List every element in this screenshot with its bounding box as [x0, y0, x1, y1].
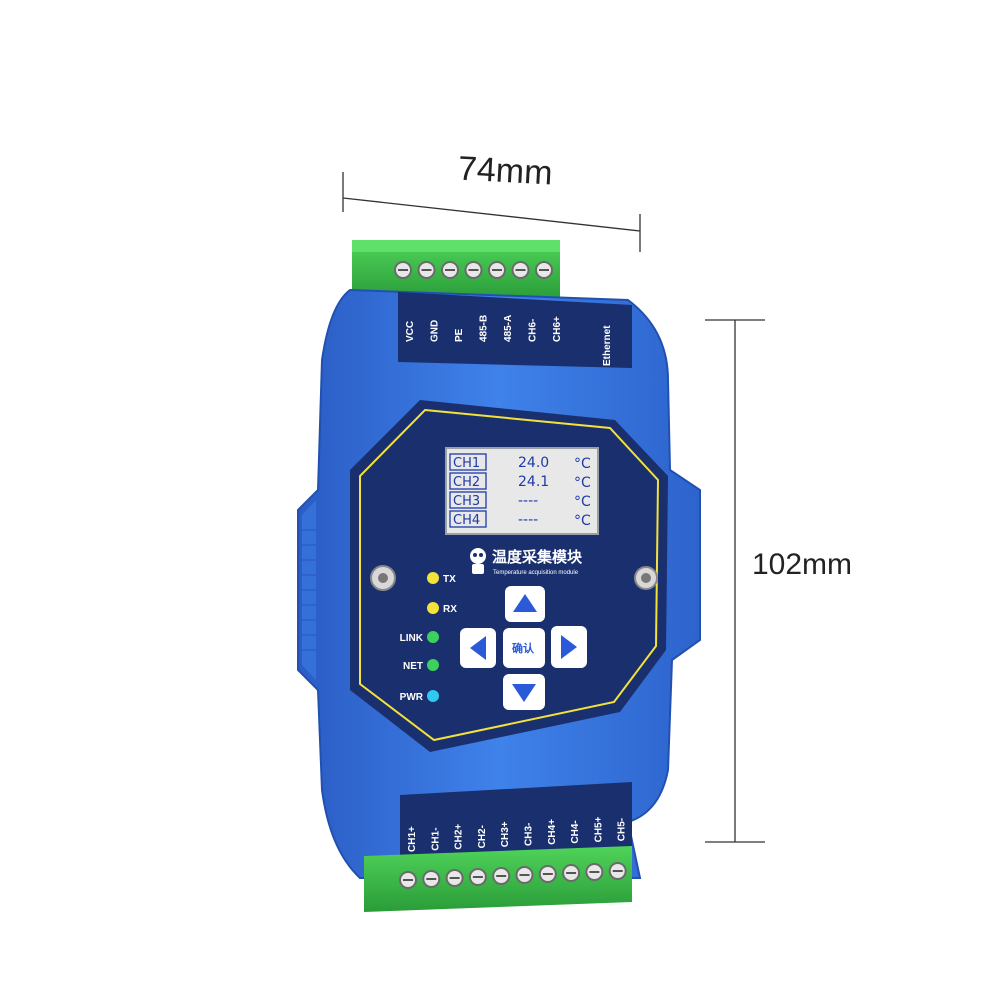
bottom-terminal-label: CH2+ — [454, 824, 465, 850]
arrow-left-icon — [470, 636, 486, 660]
top-terminal-label: VCC — [405, 321, 416, 342]
lcd-channel-box — [449, 491, 487, 509]
lcd-channel-label: CH4 — [453, 513, 480, 528]
bottom-terminal-label: CH3- — [524, 823, 535, 846]
lcd-unit: °C — [574, 456, 591, 472]
status-led-pwr — [427, 690, 439, 702]
bottom-terminal-label: CH1- — [430, 827, 441, 850]
bottom-terminal-label: CH4+ — [547, 819, 558, 845]
status-led-net — [427, 659, 439, 671]
top-terminal-label: 485-B — [479, 315, 490, 342]
bottom-terminal-screws — [399, 862, 627, 889]
lcd-temperature-value: 24.1 — [518, 474, 549, 490]
led-label: PWR — [400, 692, 424, 703]
lcd-unit: °C — [574, 494, 591, 510]
led-label: TX — [443, 574, 456, 585]
top-terminal-label: PE — [454, 328, 465, 342]
bottom-label-panel — [400, 782, 632, 858]
bottom-terminal-label: CH1+ — [407, 826, 418, 852]
led-label: RX — [443, 604, 457, 615]
top-terminal-label: CH6+ — [552, 316, 563, 342]
brand-logo-icon — [470, 548, 486, 574]
ethernet-label: Ethernet — [602, 325, 613, 366]
status-led-rx — [427, 602, 439, 614]
bottom-terminal-label: CH3+ — [500, 821, 511, 847]
bottom-terminal-label: CH5- — [617, 818, 628, 841]
lcd-unit: °C — [574, 513, 591, 529]
down-button[interactable] — [503, 674, 545, 710]
bottom-terminal-label: CH2- — [477, 825, 488, 848]
lcd-rows: CH1 24.0 °C CH2 24.1 °C CH3 ---- °C CH4 ---- °C — [449, 453, 591, 529]
status-led-link — [427, 631, 439, 643]
right-panel-screw — [634, 566, 658, 590]
bottom-terminal-label: CH4- — [570, 820, 581, 843]
led-label: LINK — [400, 633, 424, 644]
lcd-temperature-value: ---- — [518, 493, 538, 509]
status-led-tx — [427, 572, 439, 584]
arrow-right-icon — [561, 635, 577, 659]
side-grip-ridges — [302, 529, 316, 651]
keypad: 确认 — [460, 586, 587, 710]
bottom-terminal-labels: CH1+ CH1- CH2+ CH2- CH3+ CH3- CH4+ CH4- CH5+ CH5- — [407, 816, 628, 852]
lcd-channel-label: CH2 — [453, 475, 480, 490]
brand-title: 温度采集模块 — [492, 548, 583, 566]
lcd-display — [445, 447, 599, 535]
left-panel-screw — [370, 565, 396, 591]
lcd-channel-label: CH3 — [453, 494, 480, 509]
confirm-button[interactable]: 确认 — [503, 628, 545, 668]
brand-subtitle: Temperature acquisition module — [493, 570, 579, 576]
led-label: NET — [403, 661, 423, 672]
top-terminal-label: 485-A — [503, 315, 514, 342]
lcd-channel-box — [449, 453, 487, 471]
top-terminal-label: GND — [430, 320, 441, 342]
up-button[interactable] — [505, 586, 545, 622]
bottom-terminal-label: CH5+ — [593, 816, 604, 842]
confirm-label: 确认 — [512, 641, 535, 655]
height-dimension-label: 102mm — [752, 548, 853, 581]
height-dimension-line — [705, 319, 765, 843]
lcd-channel-label: CH1 — [453, 456, 480, 471]
top-terminal-label: CH6- — [528, 319, 539, 342]
arrow-up-icon — [513, 594, 537, 612]
top-terminal-labels: VCC GND PE 485-B 485-A CH6- CH6+ — [405, 315, 563, 342]
left-button[interactable] — [460, 628, 496, 668]
right-button[interactable] — [551, 626, 587, 668]
lcd-temperature-value: ---- — [518, 512, 538, 528]
lcd-channel-box — [449, 472, 487, 490]
arrow-down-icon — [512, 684, 536, 702]
status-leds: TX RX LINK NET PWR — [400, 572, 457, 703]
lcd-channel-box — [449, 510, 487, 528]
lcd-unit: °C — [574, 475, 591, 491]
top-label-panel — [398, 292, 632, 368]
lcd-temperature-value: 24.0 — [518, 455, 549, 471]
top-terminal-screws — [394, 261, 553, 279]
width-dimension-line — [342, 172, 641, 252]
